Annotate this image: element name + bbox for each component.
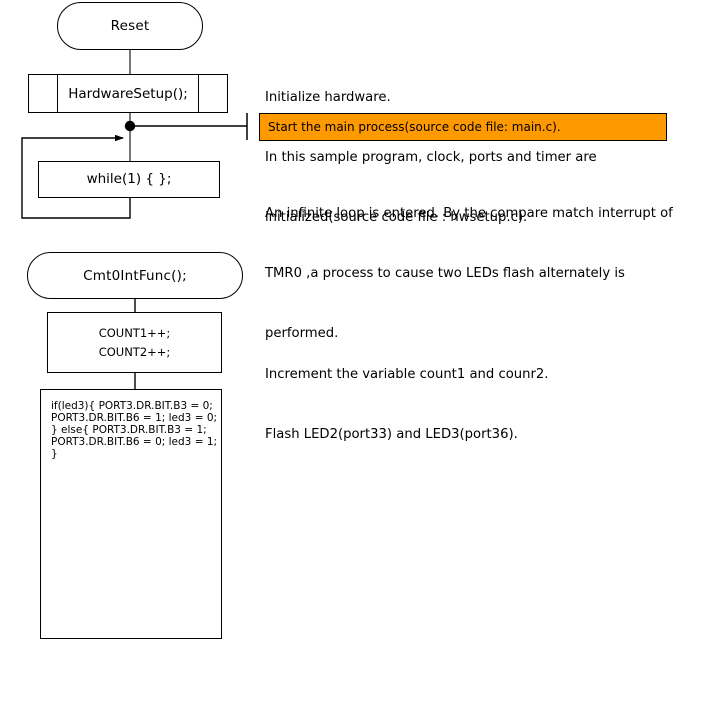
- node-reset-label: Reset: [110, 18, 150, 34]
- subroutine-left-bar: [57, 75, 58, 112]
- counters-line-1: COUNT1++;: [98, 326, 171, 341]
- led-code-line-7: PORT3.DR.BIT.B3 = 1;: [92, 424, 207, 436]
- node-while-loop-label: while(1) { };: [86, 171, 172, 188]
- led-code-line-4: led3 = 0;: [168, 412, 218, 424]
- led-code-line-1: if(led3){: [51, 400, 96, 412]
- annotation-infinite-loop-line-3: performed.: [265, 326, 339, 341]
- led-code-line-9: led3 = 1;: [168, 436, 218, 448]
- annotation-increment-line-1: Increment the variable count1 and counr2…: [265, 367, 549, 382]
- node-led-code[interactable]: if(led3){ PORT3.DR.BIT.B3 = 0; PORT3.DR.…: [40, 389, 222, 639]
- annotation-init-hardware-line-3: initialized(source code file : hwsetup.c…: [265, 210, 528, 225]
- led-code-line-10: }: [51, 448, 58, 460]
- annotation-init-hardware: Initialize hardware. In this sample prog…: [265, 48, 695, 268]
- node-hardware-setup[interactable]: HardwareSetup();: [28, 74, 228, 113]
- node-while-loop[interactable]: while(1) { };: [38, 161, 220, 198]
- callout-main-process: Start the main process(source code file:…: [259, 113, 667, 141]
- annotation-init-hardware-line-2: In this sample program, clock, ports and…: [265, 150, 597, 165]
- counters-line-2: COUNT2++;: [98, 344, 171, 359]
- node-cmt0-int-func-label: Cmt0IntFunc();: [83, 267, 187, 284]
- junction-dot: [124, 120, 136, 132]
- subroutine-right-bar: [198, 75, 199, 112]
- annotation-init-hardware-line-1: Initialize hardware.: [265, 90, 391, 105]
- annotation-flash-led-line-1: Flash LED2(port33) and LED3(port36).: [265, 427, 518, 442]
- node-counters[interactable]: COUNT1++; COUNT2++;: [47, 312, 222, 373]
- node-hardware-setup-label: HardwareSetup();: [68, 85, 188, 102]
- led-code-line-5: }: [51, 424, 58, 436]
- annotation-increment: Increment the variable count1 and counr2…: [265, 325, 695, 425]
- annotation-infinite-loop-line-1: An infinite loop is entered. By the comp…: [265, 206, 673, 221]
- led-code-line-2: PORT3.DR.BIT.B3 = 0;: [98, 400, 213, 412]
- led-code-line-6: else{: [61, 424, 90, 436]
- callout-main-process-text: Start the main process(source code file:…: [268, 120, 561, 134]
- led-code-line-8: PORT3.DR.BIT.B6 = 0;: [51, 436, 166, 448]
- node-cmt0-int-func[interactable]: Cmt0IntFunc();: [27, 252, 243, 299]
- annotation-flash-led: Flash LED2(port33) and LED3(port36).: [265, 385, 695, 485]
- annotation-infinite-loop: An infinite loop is entered. By the comp…: [265, 164, 695, 384]
- node-reset[interactable]: Reset: [57, 2, 203, 50]
- led-code-line-3: PORT3.DR.BIT.B6 = 1;: [51, 412, 166, 424]
- annotation-infinite-loop-line-2: TMR0 ,a process to cause two LEDs flash …: [265, 266, 625, 281]
